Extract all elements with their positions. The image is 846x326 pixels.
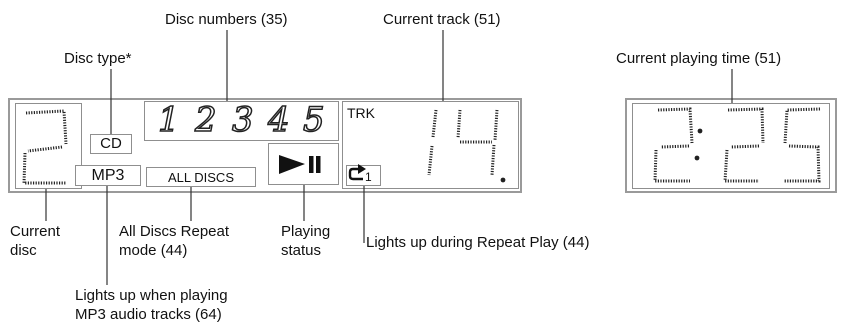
track-digit-1 bbox=[427, 109, 438, 176]
mp3-callout: Lights up when playing MP3 audio tracks … bbox=[75, 286, 228, 324]
current-track-callout: Current track (51) bbox=[383, 11, 501, 28]
disc-number-2: 2 bbox=[194, 99, 217, 141]
all-discs-indicator bbox=[146, 167, 256, 187]
disc-numbers-callout: Disc numbers (35) bbox=[165, 11, 288, 28]
playing-status-callout-line2: status bbox=[281, 242, 322, 259]
current-disc-callout-line2: disc bbox=[10, 242, 37, 259]
disc-number-3: 3 bbox=[231, 99, 254, 141]
disc-number-5: 5 bbox=[302, 99, 325, 141]
all-discs-label: ALL DISCS bbox=[168, 170, 234, 185]
time-digit-2b bbox=[723, 107, 765, 183]
cd-label: CD bbox=[100, 135, 122, 152]
mp3-callout-line2: MP3 audio tracks (64) bbox=[75, 306, 222, 323]
time-colon-top bbox=[697, 128, 703, 134]
cd-indicator bbox=[90, 134, 132, 154]
play-pause-icon bbox=[279, 155, 321, 174]
current-disc-digit bbox=[22, 109, 68, 185]
all-discs-repeat-callout-line1: All Discs Repeat bbox=[119, 223, 230, 240]
mp3-label: MP3 bbox=[91, 167, 125, 184]
track-digit-4 bbox=[456, 109, 499, 176]
mp3-callout-line1: Lights up when playing bbox=[75, 287, 228, 304]
mp3-indicator bbox=[75, 165, 141, 186]
all-discs-repeat-callout: All Discs Repeat mode (44) bbox=[119, 222, 229, 260]
repeat-indicator bbox=[346, 165, 381, 186]
disc-type-callout: Disc type* bbox=[64, 50, 132, 67]
playing-status-callout: Playing status bbox=[281, 222, 330, 260]
time-digit-5 bbox=[783, 107, 821, 183]
current-disc-frame bbox=[15, 103, 82, 189]
all-discs-repeat-callout-line2: mode (44) bbox=[119, 242, 188, 259]
disc-numbers-frame bbox=[144, 101, 339, 141]
repeat-icon bbox=[348, 164, 366, 181]
repeat-count: 1 bbox=[365, 170, 372, 184]
disc-number-1: 1 bbox=[157, 99, 180, 141]
current-disc-callout: Current disc bbox=[10, 222, 60, 260]
time-digit-2 bbox=[653, 107, 694, 183]
playing-status-callout-line1: Playing bbox=[281, 223, 331, 240]
trk-label: TRK bbox=[347, 105, 375, 121]
time-colon-bottom bbox=[694, 155, 700, 161]
current-playing-time-callout: Current playing time (51) bbox=[616, 50, 782, 67]
repeat-play-callout: Lights up during Repeat Play (44) bbox=[366, 234, 590, 251]
disc-number-4: 4 bbox=[267, 99, 290, 141]
current-disc-callout-line1: Current bbox=[10, 223, 61, 240]
track-decimal-dot bbox=[500, 177, 506, 183]
